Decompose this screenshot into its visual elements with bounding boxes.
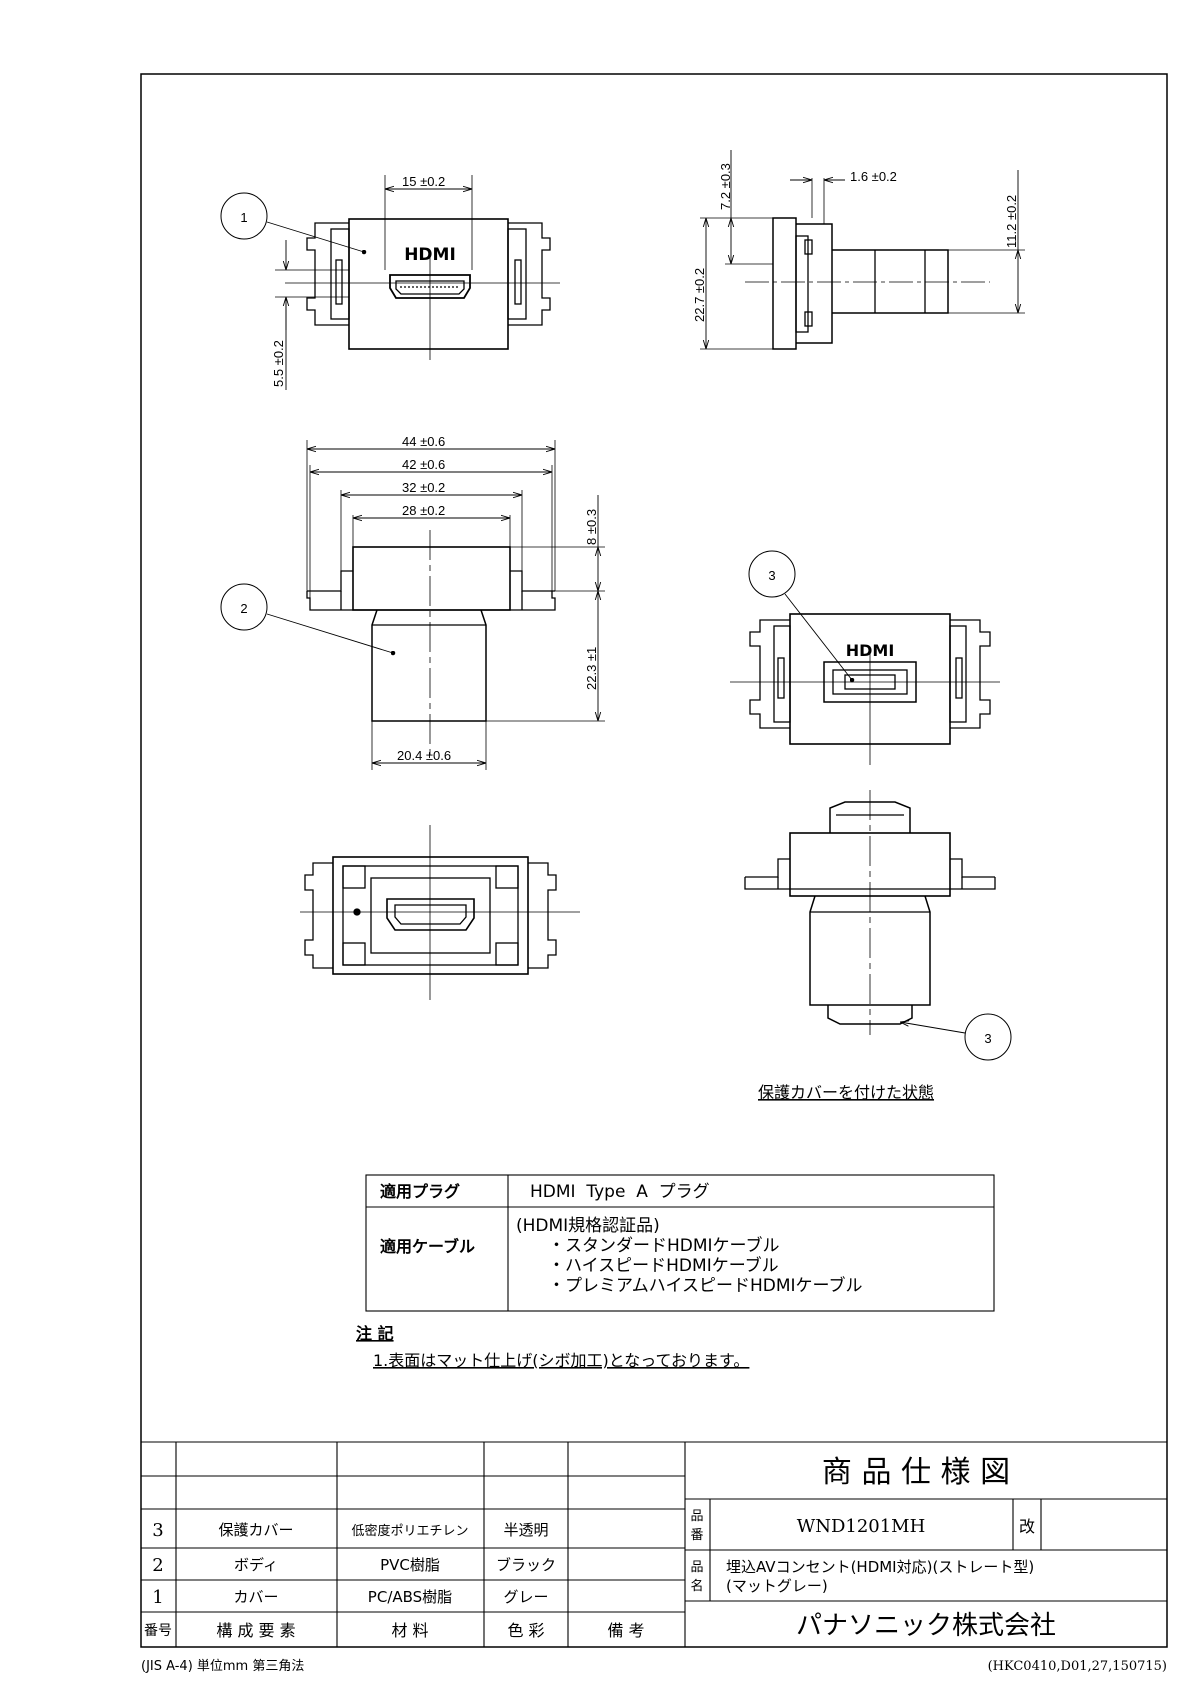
- profile-callout-number: 2: [240, 601, 247, 616]
- spec-table: [365, 1174, 995, 1312]
- covered-side-view: [744, 790, 1012, 1061]
- covered-state-caption: 保護カバーを付けた状態: [758, 1083, 934, 1102]
- profile-view: [220, 440, 605, 770]
- parts-header-component: 構 成 要 素: [216, 1621, 295, 1640]
- part-row-3-material: 低密度ポリエチレン: [351, 1523, 468, 1539]
- part-row-3-color: 半透明: [503, 1521, 548, 1539]
- parts-header-color: 色 彩: [507, 1621, 544, 1640]
- part-number: WND1201MH: [797, 1516, 926, 1537]
- front-hdmi-logo: HDMI: [404, 245, 456, 265]
- spec-value-plug: HDMI Type A プラグ: [530, 1182, 710, 1202]
- dim-side-right: 11.2 ±0.2: [1004, 195, 1019, 248]
- part-row-2-material: PVC樹脂: [380, 1556, 440, 1574]
- name-label-2: 名: [690, 1578, 703, 1594]
- title-block-title: 商 品 仕 様 図: [822, 1455, 1010, 1490]
- footer-right: (HKC0410,D01,27,150715): [988, 1659, 1167, 1674]
- part-row-1-component: カバー: [233, 1588, 278, 1606]
- dim-profile-8: 8 ±0.3: [584, 509, 599, 545]
- part-no-label-2: 番: [690, 1528, 703, 1543]
- note-item-1: 1.表面はマット仕上げ(シボ加工)となっております。: [373, 1351, 749, 1370]
- dim-profile-22: 22.3 ±1: [584, 647, 599, 690]
- spec-label-cable: 適用ケーブル: [380, 1237, 475, 1256]
- back-view: [300, 825, 580, 1000]
- dim-front-offset: 5.5 ±0.2: [271, 340, 286, 387]
- notes-heading: 注 記: [356, 1324, 394, 1343]
- covered-side-callout-number: 3: [984, 1031, 991, 1046]
- part-row-3-component: 保護カバー: [218, 1521, 293, 1539]
- part-row-2-component: ボディ: [234, 1556, 278, 1574]
- dim-profile-44: 44 ±0.6: [402, 434, 445, 449]
- sheet-border: [140, 73, 1168, 1648]
- side-view: [700, 150, 1025, 350]
- dim-front-width: 15 ±0.2: [402, 174, 445, 189]
- product-name-line1: 埋込AVコンセント(HDMI対応)(ストレート型): [726, 1558, 1034, 1576]
- spec-value-cable-line3: ・ハイスピードHDMIケーブル: [548, 1255, 779, 1276]
- parts-table: [141, 1441, 686, 1647]
- part-row-1-color: グレー: [503, 1588, 548, 1606]
- part-row-1-material: PC/ABS樹脂: [368, 1588, 452, 1606]
- part-no-label-1: 品: [690, 1509, 703, 1524]
- parts-header-material: 材 料: [391, 1621, 428, 1640]
- dim-profile-28: 28 ±0.2: [402, 503, 445, 518]
- dim-side-thickness: 1.6 ±0.2: [850, 169, 897, 184]
- spec-label-plug: 適用プラグ: [380, 1182, 460, 1201]
- parts-header-remarks: 備 考: [607, 1621, 644, 1640]
- covered-front-callout-number: 3: [768, 568, 775, 583]
- part-row-2-no: 2: [152, 1555, 163, 1576]
- covered-front-hdmi-logo: HDMI: [846, 641, 895, 660]
- dim-profile-32: 32 ±0.2: [402, 480, 445, 495]
- dim-side-top: 7.2 ±0.3: [718, 163, 733, 210]
- part-row-1-no: 1: [152, 1587, 163, 1608]
- footer-left: (JIS A-4) 単位mm 第三角法: [141, 1658, 304, 1674]
- front-view: [220, 175, 560, 390]
- company-name: パナソニック株式会社: [796, 1611, 1056, 1641]
- dim-side-height: 22.7 ±0.2: [692, 268, 707, 322]
- dim-profile-42: 42 ±0.6: [402, 457, 445, 472]
- covered-front-view: [730, 550, 1000, 765]
- part-row-2-color: ブラック: [496, 1556, 556, 1574]
- title-block: [685, 1441, 1167, 1602]
- spec-value-cable-line1: (HDMI規格認証品): [516, 1216, 660, 1236]
- product-name-line2: (マットグレー): [726, 1577, 828, 1595]
- name-label-1: 品: [690, 1560, 703, 1575]
- revision-label: 改: [1019, 1517, 1035, 1536]
- spec-value-cable-line2: ・スタンダードHDMIケーブル: [548, 1235, 780, 1256]
- parts-header-no: 番号: [144, 1623, 172, 1639]
- dim-profile-20: 20.4 ±0.6: [397, 748, 451, 763]
- part-row-3-no: 3: [152, 1520, 163, 1541]
- front-callout-number: 1: [240, 210, 247, 225]
- spec-value-cable-line4: ・プレミアムハイスピードHDMIケーブル: [548, 1275, 863, 1296]
